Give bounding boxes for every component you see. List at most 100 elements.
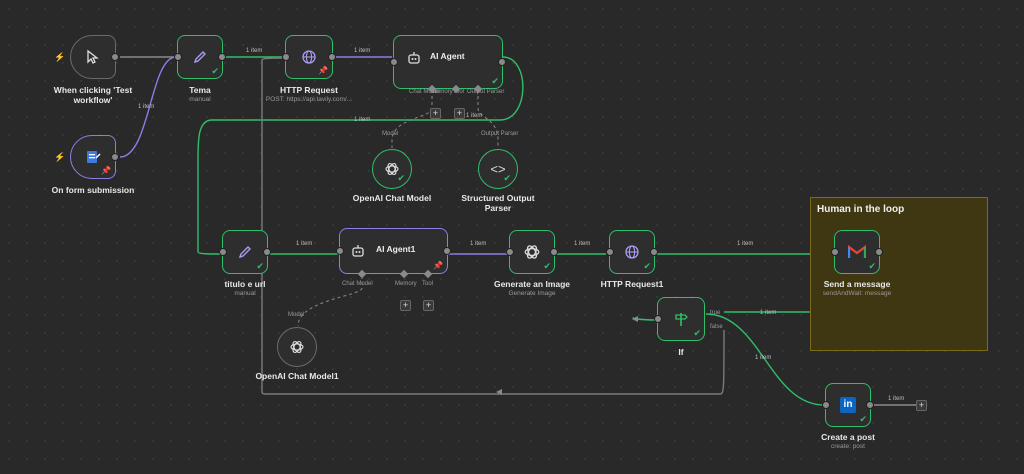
output-port[interactable] — [550, 248, 558, 256]
node-create-a-post[interactable]: in ✔ — [822, 383, 874, 427]
output-port[interactable] — [650, 248, 658, 256]
output-port[interactable] — [111, 53, 119, 61]
robot-icon — [408, 52, 420, 64]
node-ai-agent1[interactable]: AI Agent1 📌 — [336, 228, 451, 274]
gmail-icon — [848, 245, 866, 258]
input-port[interactable] — [831, 248, 839, 256]
pencil-icon — [238, 246, 251, 259]
node-generate-an-image[interactable]: ✔ — [506, 230, 558, 274]
node-subtitle: manual — [234, 290, 256, 297]
input-port[interactable] — [336, 247, 344, 255]
pencil-icon — [193, 51, 206, 64]
input-port[interactable] — [822, 401, 830, 409]
wire-item-count: 1 item — [466, 113, 483, 119]
slot-label-output-parser: Output Parser — [467, 89, 505, 95]
linkedin-icon: in — [840, 397, 856, 413]
sticky-note-title: Human in the loop — [817, 204, 905, 215]
node-send-a-message[interactable]: ✔ — [831, 230, 883, 274]
node-label: Send a message — [823, 279, 891, 289]
wire-item-count: 1 item — [296, 241, 313, 247]
node-ai-agent[interactable]: AI Agent ✔ — [390, 35, 506, 89]
signpost-icon — [675, 313, 688, 326]
wire-item-count: 1 item — [760, 310, 777, 316]
output-port[interactable] — [498, 58, 506, 66]
pin-icon: 📌 — [101, 166, 111, 175]
slot-label-chat-model: Chat Model — [342, 281, 373, 287]
globe-icon — [625, 245, 639, 259]
input-port[interactable] — [390, 58, 398, 66]
node-label: If — [678, 347, 684, 357]
success-check-icon: ✔ — [491, 76, 499, 86]
slot-label-tool: Tool — [422, 281, 434, 287]
add-tool-button[interactable]: + — [454, 108, 465, 119]
node-label: Create a post — [821, 432, 875, 442]
pin-icon: 📌 — [433, 261, 443, 270]
success-check-icon: ✔ — [693, 328, 701, 338]
node-label: OpenAI Chat Model1 — [255, 371, 339, 381]
wire-item-count: 1 item — [246, 48, 263, 54]
node-on-form-submission[interactable]: 📌 — [70, 135, 119, 179]
input-port[interactable] — [174, 53, 182, 61]
node-label: On form submission — [51, 185, 135, 195]
wire-item-count: 1 item — [470, 241, 487, 247]
node-tema[interactable]: ✔ — [174, 35, 226, 79]
node-subtitle: create: post — [831, 443, 865, 450]
slot-label-tool: Tool — [453, 89, 465, 95]
wire-item-count: 1 item — [574, 241, 591, 247]
output-port[interactable] — [218, 53, 226, 61]
success-check-icon: ✔ — [397, 173, 405, 183]
node-http-request1[interactable]: ✔ — [606, 230, 658, 274]
node-subtitle: manual — [189, 96, 211, 103]
add-node-button[interactable]: + — [916, 400, 927, 411]
add-memory-button[interactable]: + — [400, 300, 411, 311]
slot-label-memory: Memory — [431, 89, 453, 95]
output-port[interactable] — [443, 247, 451, 255]
node-http-request[interactable]: 📌 — [282, 35, 336, 79]
output-port[interactable] — [875, 248, 883, 256]
output-port[interactable] — [111, 153, 119, 161]
success-check-icon: ✔ — [643, 261, 651, 271]
wire-item-count: 1 item — [354, 117, 371, 123]
trigger-bolt-icon: ⚡ — [54, 52, 66, 62]
success-check-icon: ✔ — [211, 66, 219, 76]
node-if[interactable]: ✔ — [654, 297, 705, 341]
success-check-icon: ✔ — [503, 173, 511, 183]
input-port[interactable] — [606, 248, 614, 256]
input-port[interactable] — [506, 248, 514, 256]
node-openai-chat-model1[interactable] — [277, 327, 317, 367]
output-port[interactable] — [866, 401, 874, 409]
node-label: titulo e url — [224, 279, 266, 289]
robot-icon — [352, 245, 364, 257]
success-check-icon: ✔ — [859, 414, 867, 424]
pin-icon: 📌 — [318, 66, 328, 75]
input-port[interactable] — [282, 53, 290, 61]
add-memory-button[interactable]: + — [430, 108, 441, 119]
code-icon: <> — [490, 161, 506, 177]
wire-item-count: 1 item — [354, 48, 371, 54]
cursor-icon — [87, 49, 99, 64]
add-tool-button[interactable]: + — [423, 300, 434, 311]
trigger-bolt-icon: ⚡ — [54, 152, 66, 162]
openai-icon — [290, 341, 304, 353]
if-true-output-label: true — [710, 310, 721, 316]
connector-label: Model — [288, 312, 305, 318]
openai-icon — [385, 163, 399, 175]
node-openai-chat-model[interactable]: ✔ — [372, 149, 412, 189]
success-check-icon: ✔ — [256, 261, 264, 271]
output-port[interactable] — [328, 53, 336, 61]
success-check-icon: ✔ — [543, 261, 551, 271]
input-port[interactable] — [654, 315, 662, 323]
form-icon — [87, 151, 101, 163]
sticky-note-human-in-the-loop[interactable]: Human in the loop — [810, 197, 988, 351]
node-subtitle: Generate Image — [508, 290, 556, 297]
slot-label-chat-model: Chat Model — [409, 89, 440, 95]
input-port[interactable] — [219, 248, 227, 256]
node-structured-output-parser[interactable]: <> ✔ — [478, 149, 518, 189]
connector-label: Output Parser — [481, 131, 519, 137]
slot-label-memory: Memory — [395, 281, 417, 287]
wire-item-count: 1 item — [755, 355, 772, 361]
globe-icon — [302, 50, 316, 64]
output-port[interactable] — [263, 248, 271, 256]
node-titulo-e-url[interactable]: ✔ — [219, 230, 271, 274]
node-when-clicking-test-workflow[interactable] — [70, 35, 119, 79]
